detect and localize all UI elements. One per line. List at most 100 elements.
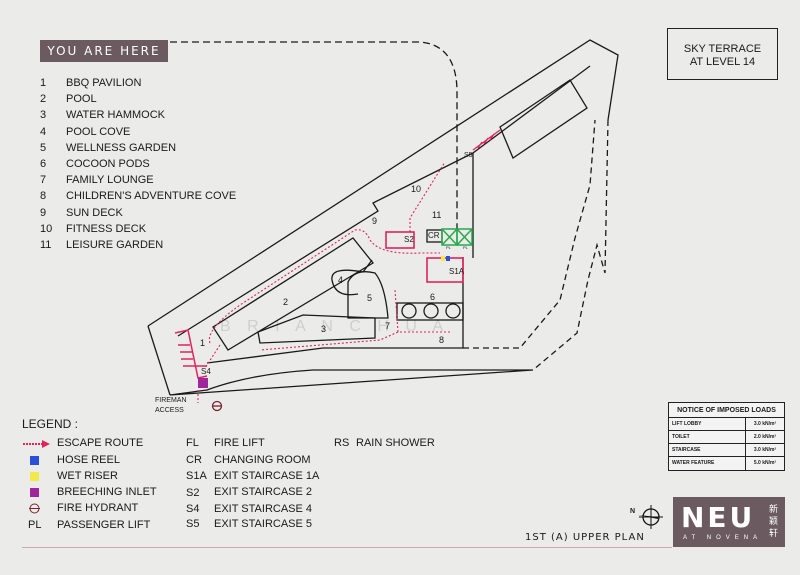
staircase-s5 (472, 129, 501, 151)
building-top-right (499, 79, 588, 159)
abbr-key-rs: RS (334, 437, 350, 449)
legend-wet-riser: WET RISER (57, 470, 118, 482)
table-row: TOILET 2.0 kN/m² (669, 431, 784, 444)
abbr-value-rs: RAIN SHOWER (356, 437, 435, 449)
list-item: 2 POOL (40, 93, 236, 109)
watermark: B R I A N C H U A (220, 318, 450, 335)
access-line: ACCESS (155, 407, 184, 414)
fire-lifts (441, 228, 473, 246)
boundary-dashed (170, 41, 458, 233)
legend-breeching-inlet: BREECHING INLET (57, 486, 157, 498)
right-dashed-edge (532, 119, 609, 371)
wellness-garden-5 (347, 271, 389, 319)
list-item: 9 SUN DECK (40, 207, 236, 223)
label-s4: S4 (201, 367, 211, 376)
item-number: 2 (40, 93, 47, 106)
plan-label-4: 4 (338, 275, 344, 285)
abbr-key: S4 (186, 503, 200, 515)
item-name: BBQ PAVILION (66, 77, 142, 89)
plan-label-3: 3 (321, 324, 327, 334)
abbr-key: S5 (186, 518, 200, 530)
item-name: COCOON PODS (66, 157, 150, 170)
pool-2 (212, 237, 374, 351)
divider-line (22, 547, 672, 548)
water-hammock-3 (257, 314, 376, 344)
you-are-here-banner: YOU ARE HERE (40, 40, 168, 62)
list-item: 5 WELLNESS GARDEN (40, 142, 236, 158)
plan-label-1: 1 (200, 338, 206, 348)
outer-wall (147, 39, 619, 327)
fireman-line: FIREMAN (155, 397, 187, 404)
legend-passenger-lift: PASSENGER LIFT (57, 519, 151, 531)
bottom-wall (147, 325, 534, 396)
cocoon-pod (445, 303, 461, 319)
north-label: N (630, 508, 636, 515)
hose-reel (446, 256, 450, 261)
legend-escape-route: ESCAPE ROUTE (57, 437, 144, 449)
item-number: 8 (40, 190, 47, 203)
plan-label-8: 8 (439, 335, 445, 345)
sky-terrace-line1: SKY TERRACE (683, 43, 762, 55)
plan-label-11: 11 (432, 210, 442, 220)
logo-main: NEU (681, 501, 756, 534)
wet-riser-icon (30, 472, 39, 481)
row-label: TOILET (669, 431, 746, 443)
sky-terrace-box: SKY TERRACE AT LEVEL 14 (667, 28, 778, 80)
row-label: WATER FEATURE (669, 457, 746, 470)
item-name: POOL COVE (66, 125, 131, 138)
item-number: 9 (40, 206, 47, 219)
item-name: POOL (66, 93, 97, 106)
item-name: SUN DECK (66, 206, 123, 219)
staircase-s2 (385, 231, 415, 249)
plan-label-10: 10 (411, 184, 422, 194)
row-value: 2.0 kN/m² (753, 434, 777, 440)
label-pl-2: PL (463, 245, 468, 250)
abbr-key: S1A (186, 470, 207, 482)
sky-terrace-line2: AT LEVEL 14 (689, 56, 756, 68)
item-number: 6 (40, 157, 47, 170)
abbr-value: EXIT STAIRCASE 2 (214, 486, 313, 498)
item-name: CHILDREN'S ADVENTURE COVE (66, 190, 237, 203)
item-number: 3 (40, 109, 47, 122)
legend-hose-reel: HOSE REEL (57, 454, 120, 466)
row-value: 3.0 kN/m² (753, 447, 777, 453)
abbr-key: S2 (186, 487, 200, 499)
cocoon-pod (401, 303, 417, 319)
abbr-value: CHANGING ROOM (214, 454, 311, 466)
escape-routes (197, 161, 450, 403)
logo-chinese: 新颖轩 (769, 504, 779, 538)
fireman-access-label: FIREMAN ACCESS (155, 396, 187, 416)
row-label: LIFT LOBBY (669, 418, 746, 430)
item-number: 5 (40, 141, 47, 154)
north-arrow-icon (638, 505, 663, 529)
list-item: 3 WATER HAMMOCK (40, 109, 236, 125)
staircase-s4 (174, 329, 208, 379)
plan-label-7: 7 (385, 321, 391, 331)
item-name: FAMILY LOUNGE (66, 174, 154, 187)
breeching-inlet-icon (30, 488, 39, 497)
plan-label-5: 5 (367, 293, 373, 303)
item-name: WELLNESS GARDEN (66, 141, 177, 154)
item-name: WATER HAMMOCK (66, 109, 165, 122)
legend-fire-hydrant: FIRE HYDRANT (57, 502, 139, 514)
breeching-inlet (198, 378, 208, 388)
abbr-key: CR (186, 454, 202, 466)
abbr-value: FIRE LIFT (214, 437, 265, 449)
item-name: LEISURE GARDEN (66, 238, 164, 251)
abbr-value: EXIT STAIRCASE 4 (214, 503, 313, 515)
plan-label-6: 6 (430, 292, 436, 302)
legend-title: LEGEND : (22, 417, 79, 431)
wet-riser (441, 256, 445, 261)
plan-label-2: 2 (283, 297, 289, 307)
table-title: NOTICE OF IMPOSED LOADS (669, 403, 784, 418)
label-cr: CR (428, 231, 440, 240)
logo-sub: AT NOVENA (683, 535, 763, 541)
